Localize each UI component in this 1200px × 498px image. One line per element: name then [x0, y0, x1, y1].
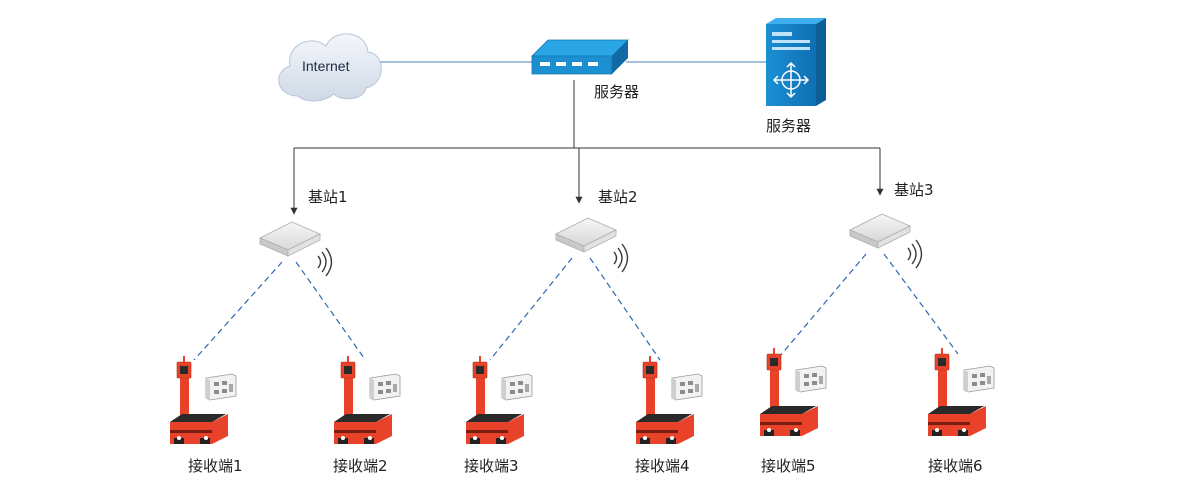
- internet-label: Internet: [302, 58, 350, 74]
- wireless-link-1: [193, 261, 283, 361]
- receiver-6-label: 接收端6: [928, 457, 983, 475]
- receiver-1-label: 接收端1: [188, 457, 243, 475]
- agv-robot-icon: [465, 355, 533, 445]
- agv-robot-icon: [169, 355, 237, 445]
- receiver-2-label: 接收端2: [333, 457, 388, 475]
- server-tower-icon: [766, 18, 826, 106]
- base-station-2-label: 基站2: [598, 188, 638, 206]
- base-station-1-label: 基站1: [308, 188, 348, 206]
- wireless-link-6: [883, 253, 959, 355]
- network-switch-icon: [531, 39, 629, 75]
- receiver-3-label: 接收端3: [464, 457, 519, 475]
- wireless-link-4: [589, 257, 661, 361]
- wireless-access-point-icon: [259, 221, 333, 277]
- agv-robot-icon: [759, 347, 827, 437]
- server-label: 服务器: [766, 117, 812, 135]
- receiver-5-label: 接收端5: [761, 457, 816, 475]
- switch-label: 服务器: [594, 83, 640, 101]
- agv-robot-icon: [635, 355, 703, 445]
- wireless-access-point-icon: [555, 217, 629, 273]
- wireless-link-3: [489, 257, 573, 361]
- wireless-links: [193, 253, 959, 361]
- cloud-icon: [278, 33, 382, 102]
- wireless-link-2: [295, 261, 365, 359]
- agv-robot-icon: [333, 355, 401, 445]
- agv-robot-icon: [927, 347, 995, 437]
- base-station-3-label: 基站3: [894, 181, 934, 199]
- wireless-link-5: [779, 253, 867, 357]
- receiver-4-label: 接收端4: [635, 457, 690, 475]
- wireless-access-point-icon: [849, 213, 923, 269]
